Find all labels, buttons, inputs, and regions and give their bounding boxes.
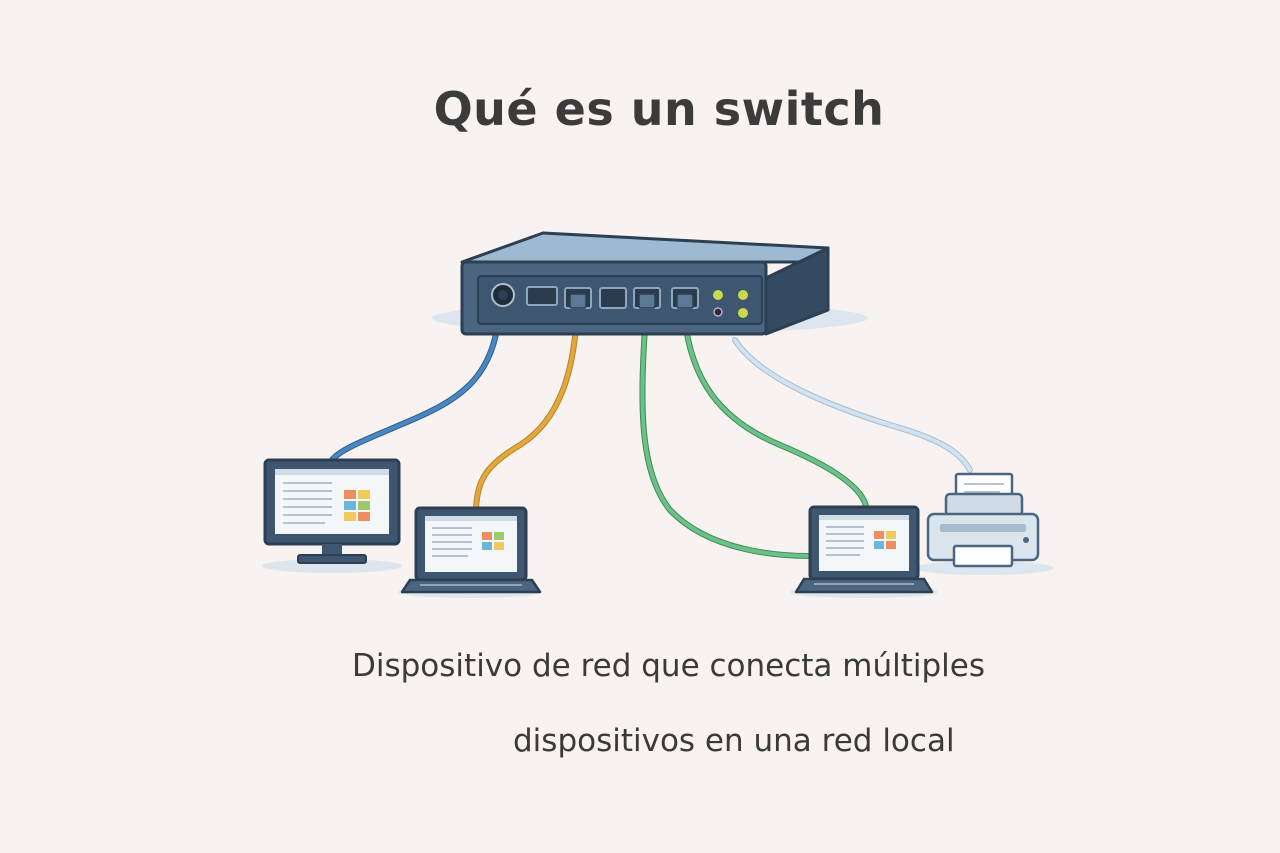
laptop-icon: [794, 505, 934, 594]
desktop-shadow: [262, 559, 402, 573]
status-led-icon: [713, 290, 723, 300]
printer-shadow: [914, 561, 1054, 575]
cable-orange: [474, 306, 579, 510]
status-led-icon: [738, 308, 748, 318]
cable-green-a-outline: [639, 309, 813, 559]
cables: [329, 302, 973, 559]
cable-green-a: [640, 310, 812, 558]
cable-light-outline: [732, 337, 973, 473]
caption-line-2: dispositivos en una red local: [513, 723, 955, 759]
desktop-monitor-icon: [263, 458, 401, 564]
printer-icon: [926, 472, 1040, 568]
caption-line-1: Dispositivo de red que conecta múltiples: [352, 648, 986, 684]
network-switch-icon: [460, 231, 830, 336]
reset-button-icon: [713, 307, 723, 317]
ethernet-port-icon: [599, 287, 627, 309]
laptop-icon: [400, 506, 542, 594]
cable-green-b: [682, 310, 868, 508]
cable-blue: [330, 303, 502, 462]
sfp-port-icon: [526, 286, 558, 306]
status-led-icon: [738, 290, 748, 300]
cable-orange-outline: [473, 305, 580, 511]
page-title: Qué es un switch: [433, 82, 885, 136]
cable-light: [733, 338, 972, 472]
